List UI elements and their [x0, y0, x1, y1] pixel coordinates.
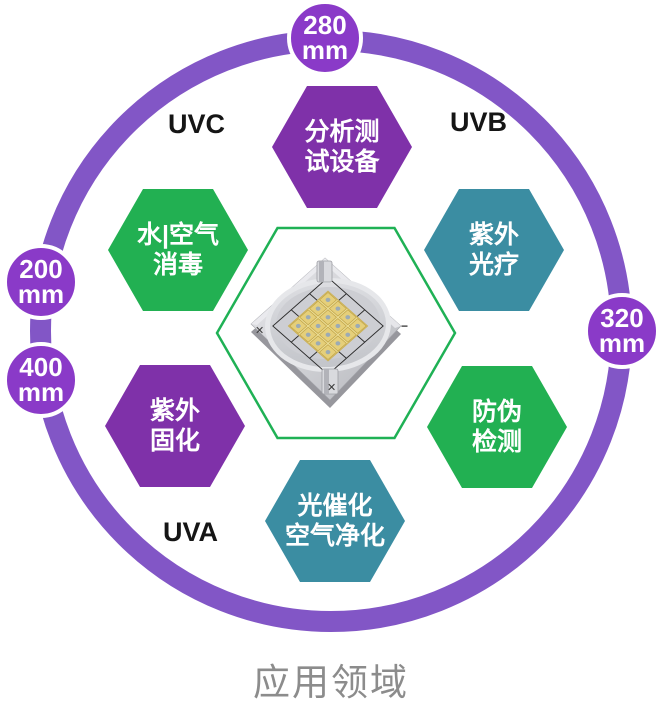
hexagon-label-line: 光催化	[297, 491, 373, 520]
wavelength-badge-320: 320 mm	[584, 293, 660, 369]
wavelength-unit: mm	[598, 328, 646, 358]
led-mark-bottom: ✕	[327, 382, 336, 394]
wavelength-unit: mm	[301, 35, 349, 65]
hexagon-label-line: 试设备	[304, 148, 380, 176]
wavelength-badge-400: 400 mm	[3, 342, 79, 418]
wavelength-value: 320	[600, 303, 644, 334]
led-mark-left: ✕	[255, 325, 264, 337]
wavelength-badge-200: 200 mm	[3, 244, 79, 320]
wavelength-value: 400	[19, 352, 63, 383]
hexagon-label-line: 水|空气	[137, 220, 219, 249]
hexagon-uv-curing: 紫外 固化	[105, 365, 245, 487]
wavelength-unit: mm	[17, 377, 65, 407]
band-label-uvc: UVC	[168, 109, 226, 139]
hexagon-label-line: 紫外	[468, 220, 519, 249]
hexagon-label-line: 防伪	[471, 397, 522, 426]
hexagon-label-line: 空气净化	[284, 522, 385, 550]
led-module-image: ✕ − ✕	[243, 248, 429, 414]
hexagon-label-line: 固化	[149, 427, 200, 455]
wavelength-value: 280	[303, 10, 347, 41]
hexagon-label-line: 检测	[471, 428, 522, 456]
band-label-uva: UVA	[163, 517, 219, 547]
hexagon-label-line: 分析测	[304, 117, 380, 146]
hexagon-label-line: 消毒	[152, 251, 203, 279]
wavelength-value: 200	[19, 254, 63, 285]
wavelength-unit: mm	[17, 279, 65, 309]
hexagon-label-line: 紫外	[149, 396, 200, 425]
led-mark-right: −	[401, 319, 408, 333]
center-hexagon: ✕ − ✕	[215, 226, 457, 440]
diagram-caption: 应用领域	[253, 662, 409, 703]
band-label-uvb: UVB	[450, 107, 508, 137]
wavelength-badge-280: 280 mm	[287, 0, 363, 76]
hexagon-analysis-test-equipment: 分析测 试设备	[272, 86, 412, 208]
hexagon-label-line: 光疗	[468, 251, 519, 279]
